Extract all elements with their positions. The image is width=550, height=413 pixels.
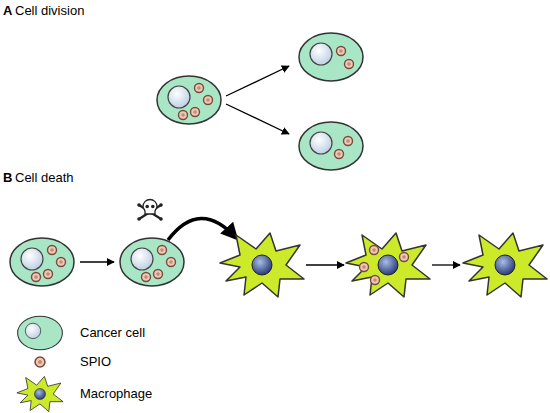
legend-text: Macrophage <box>80 386 152 402</box>
skull-symbol <box>137 200 163 221</box>
parent-cancer-cell <box>157 76 221 124</box>
legend-cancer-cell-sample <box>18 316 63 350</box>
process-arrow <box>306 264 344 265</box>
legend-spio-sample <box>35 357 45 367</box>
division-arrow <box>226 104 289 134</box>
daughter-cancer-cell <box>299 122 363 170</box>
loaded-macrophage <box>346 233 430 297</box>
macrophage <box>463 233 547 297</box>
macrophage <box>220 233 304 297</box>
daughter-cancer-cell <box>299 33 363 81</box>
legend-macrophage-sample <box>17 376 63 411</box>
process-arrow <box>432 264 460 265</box>
engulf-arrow <box>168 218 236 240</box>
legend-text: Cancer cell <box>80 325 145 341</box>
cancer-cell <box>10 238 74 286</box>
division-arrow <box>226 66 289 96</box>
panel-letter: A <box>3 3 12 19</box>
legend-text: SPIO <box>80 354 111 370</box>
panel-title: Cell division <box>15 3 84 19</box>
panel-letter: B <box>3 170 12 186</box>
process-arrow <box>80 261 114 262</box>
dying-cancer-cell <box>120 238 184 286</box>
panel-title: Cell death <box>15 170 74 186</box>
